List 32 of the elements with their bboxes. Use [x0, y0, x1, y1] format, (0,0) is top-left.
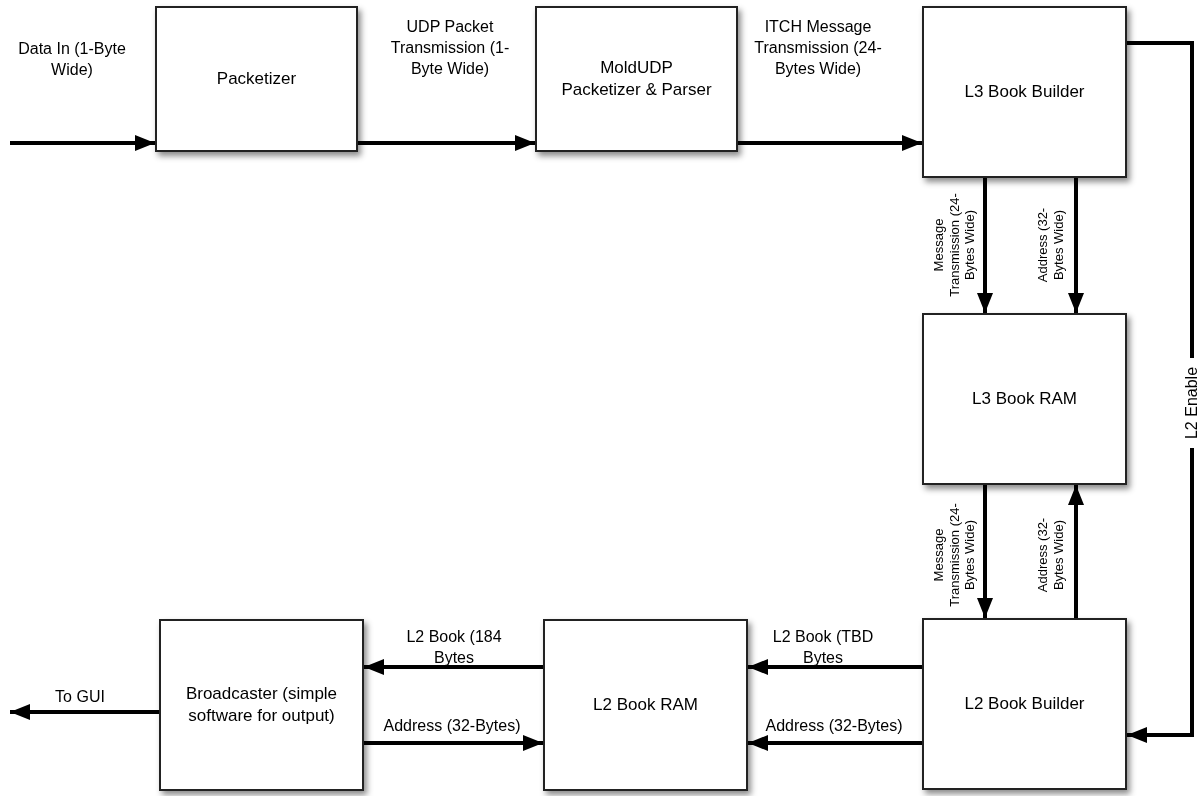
- edge-label: Message Transmission (24-Bytes Wide): [930, 192, 978, 299]
- process-box: L3 Book Builder: [922, 6, 1127, 178]
- process-box: Packetizer: [155, 6, 358, 152]
- process-box: L2 Book RAM: [543, 619, 748, 791]
- edge-label: To GUI: [54, 686, 106, 707]
- edge-label: ITCH Message Transmission (24-Bytes Wide): [753, 16, 883, 79]
- arrow: [364, 659, 543, 675]
- arrow: [1127, 41, 1194, 743]
- edge-label: Data In (1-Byte Wide): [17, 39, 127, 80]
- arrow: [1068, 485, 1084, 618]
- arrow: [1068, 178, 1084, 313]
- edge-label: L2 Book (184 Bytes: [405, 627, 503, 668]
- arrow: [358, 135, 535, 151]
- edge-label: Address (32-Bytes Wide): [1035, 206, 1067, 285]
- arrow: [10, 704, 159, 720]
- arrow: [10, 135, 155, 151]
- process-box: L2 Book Builder: [922, 618, 1127, 790]
- edge-label: Address (32-Bytes): [764, 715, 904, 736]
- arrow: [738, 135, 922, 151]
- arrow: [977, 178, 993, 313]
- process-box: MoldUDP Packetizer & Parser: [535, 6, 738, 152]
- edge-label: UDP Packet Transmission (1-Byte Wide): [389, 16, 511, 79]
- edge-label: Message Transmission (24-Bytes Wide): [930, 502, 978, 609]
- process-box: L3 Book RAM: [922, 313, 1127, 485]
- arrow: [364, 735, 543, 751]
- edge-label: L2 Book (TBD Bytes: [771, 627, 875, 668]
- edge-label: Address (32-Bytes Wide): [1035, 516, 1067, 595]
- arrow: [748, 735, 922, 751]
- arrow: [977, 485, 993, 618]
- process-box: Broadcaster (simple software for output): [159, 619, 364, 791]
- edge-label: Address (32-Bytes): [382, 715, 522, 736]
- arrow: [748, 659, 922, 675]
